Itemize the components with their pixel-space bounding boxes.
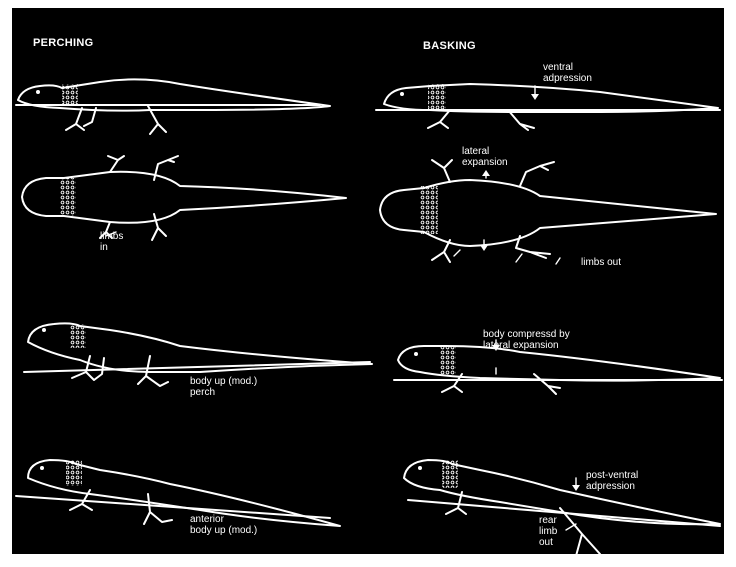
label-ventral-adpression: ventral adpression xyxy=(543,62,592,84)
lizard-basking-dorsal xyxy=(380,160,716,264)
lizard-perching-dorsal xyxy=(22,156,346,240)
label-anterior-body-up: anterior body up (mod.) xyxy=(190,514,257,536)
label-post-ventral-adpression: post-ventral adpression xyxy=(586,470,638,492)
label-lateral-expansion: lateral expansion xyxy=(462,146,508,168)
label-limbs-in: limbs in xyxy=(100,231,123,253)
label-limbs-out: limbs out xyxy=(581,257,621,268)
lizard-perching-side xyxy=(16,79,330,134)
lizard-perching-anterior-up xyxy=(16,460,340,526)
lizard-basking-ventral xyxy=(376,84,720,130)
heading-basking: BASKING xyxy=(423,40,476,52)
lizard-basking-rear-limb xyxy=(404,460,720,556)
heading-perching: PERCHING xyxy=(33,37,93,49)
label-body-compressed: body compressd by lateral expansion xyxy=(483,329,570,351)
label-body-up-perch: body up (mod.) perch xyxy=(190,376,257,398)
label-rear-limb-out: rear limb out xyxy=(539,515,557,548)
